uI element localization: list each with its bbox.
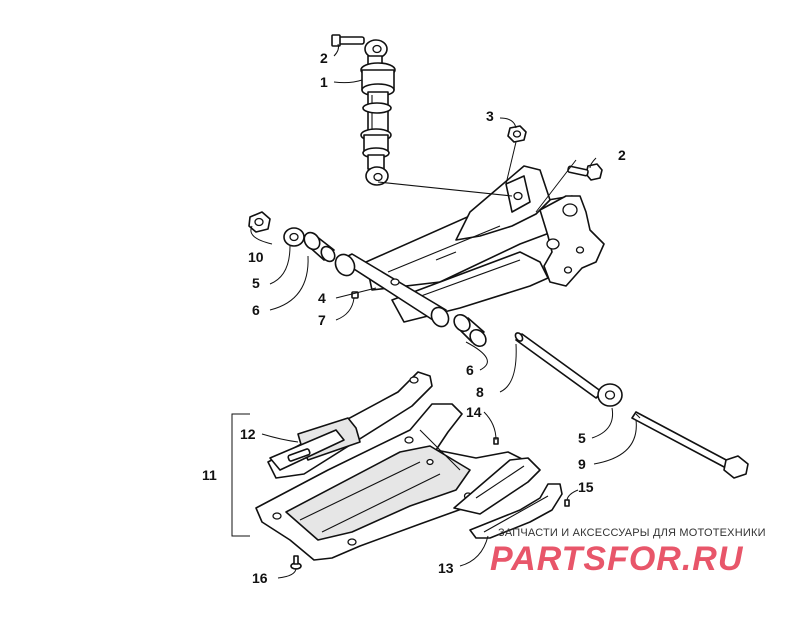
bushing-left [303, 231, 336, 263]
bushing-right [453, 313, 487, 348]
watermark-tagline: ЗАПЧАСТИ И АКСЕССУАРЫ ДЛЯ МОТОТЕХНИКИ [498, 527, 766, 539]
screw-16 [290, 555, 302, 570]
bolt-top [331, 34, 365, 47]
callout-11: 11 [202, 467, 217, 483]
leader-lines [250, 43, 637, 579]
callout-6-right: 6 [466, 362, 474, 378]
callout-14: 14 [466, 404, 482, 420]
callout-3: 3 [486, 108, 494, 124]
watermark-logo: PARTSFOR.RU [490, 540, 744, 578]
washer-left [283, 227, 305, 247]
callout-7: 7 [318, 312, 326, 328]
callout-10: 10 [248, 249, 264, 265]
nut-10 [248, 211, 271, 233]
callout-15: 15 [578, 479, 594, 495]
axle [514, 332, 603, 399]
callout-4: 4 [318, 290, 326, 306]
bolt-right [567, 163, 603, 181]
shock-absorber [331, 34, 396, 186]
screw-15 [564, 499, 570, 507]
callout-8: 8 [476, 384, 484, 400]
callout-12: 12 [240, 426, 256, 442]
rail-assembly [231, 371, 563, 561]
callout-5-right: 5 [578, 430, 586, 446]
callout-1: 1 [320, 74, 328, 90]
callout-9: 9 [578, 456, 586, 472]
swing-arm [334, 165, 605, 328]
callout-16: 16 [252, 570, 268, 586]
long-bolt [631, 411, 749, 479]
callout-5-left: 5 [252, 275, 260, 291]
callout-2-top: 2 [320, 50, 328, 66]
callout-13: 13 [438, 560, 454, 576]
callout-2-right: 2 [618, 147, 626, 163]
nut-3 [507, 125, 527, 143]
callout-labels: 1 2 3 2 10 5 6 4 7 6 8 5 9 12 14 11 15 1… [202, 50, 626, 586]
callout-6-left: 6 [252, 302, 260, 318]
washer-right [597, 383, 623, 407]
